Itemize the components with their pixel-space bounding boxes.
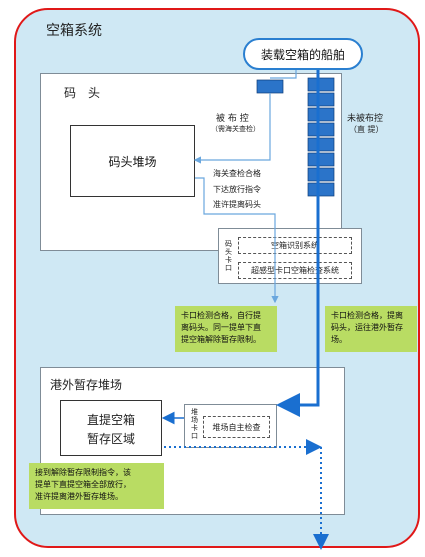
gate-system-2: 超感型卡口空箱检查系统 [238, 262, 352, 279]
wharf-yard-label: 码头堆场 [108, 154, 157, 169]
gate-system-1-label: 空箱识别系统 [271, 241, 319, 250]
controlled-sub: （需海关查检） [211, 125, 260, 133]
note-right: 卡口检测合格，提离 码头，运往港外暂存 场。 [325, 306, 417, 352]
ship-label: 装载空箱的船舶 [260, 47, 345, 62]
customs-pass-line-1: 海关查检合格 [213, 169, 261, 178]
self-check-box: 堆场自主检查 [203, 416, 270, 438]
container-5 [307, 137, 335, 152]
note-left: 卡口检测合格，自行提 离码头。同一提单下直 提空箱解除暂存限制。 [175, 306, 277, 352]
direct-area-box [60, 400, 162, 456]
customs-pass-line-3: 准许提离码头 [213, 200, 261, 209]
direct-area-line-2: 暂存区域 [87, 432, 136, 446]
container-2 [307, 92, 335, 107]
gate-system-2-label: 超感型卡口空箱检查系统 [251, 266, 339, 275]
wharf-gate-text: 码头卡口 [225, 240, 232, 272]
container-ship: 装载空箱的船舶 [243, 38, 363, 70]
wharf-yard-box: 码头堆场 [70, 125, 195, 197]
note-bottom: 接到解除暂存限制指令，该 提单下直提空箱全部放行， 准许提离港外暂存堆场。 [29, 463, 164, 509]
container-stack [307, 77, 335, 197]
customs-pass-line-2: 下达放行指令 [213, 185, 261, 194]
uncontrolled-label: 未被布控 [347, 114, 384, 124]
self-check-label: 堆场自主检查 [212, 422, 261, 432]
gate-system-1: 空箱识别系统 [238, 237, 352, 254]
controlled-label: 被 布 控 [216, 114, 249, 124]
system-title: 空箱系统 [46, 23, 102, 39]
container-3 [307, 107, 335, 122]
container-6 [307, 152, 335, 167]
yard-gate-text: 堆场卡口 [191, 408, 198, 440]
container-7 [307, 167, 335, 182]
direct-area-line-1: 直提空箱 [87, 413, 136, 427]
wharf-label: 码 头 [64, 86, 101, 100]
container-8 [307, 182, 335, 197]
container-1 [307, 77, 335, 92]
controlled-container [256, 79, 284, 94]
offsite-yard-label: 港外暂存堆场 [50, 378, 123, 392]
uncontrolled-sub: （直 提） [349, 125, 384, 134]
yard-gate-label: 堆场卡口 [191, 408, 199, 440]
wharf-gate-label: 码头卡口 [225, 240, 233, 272]
container-4 [307, 122, 335, 137]
